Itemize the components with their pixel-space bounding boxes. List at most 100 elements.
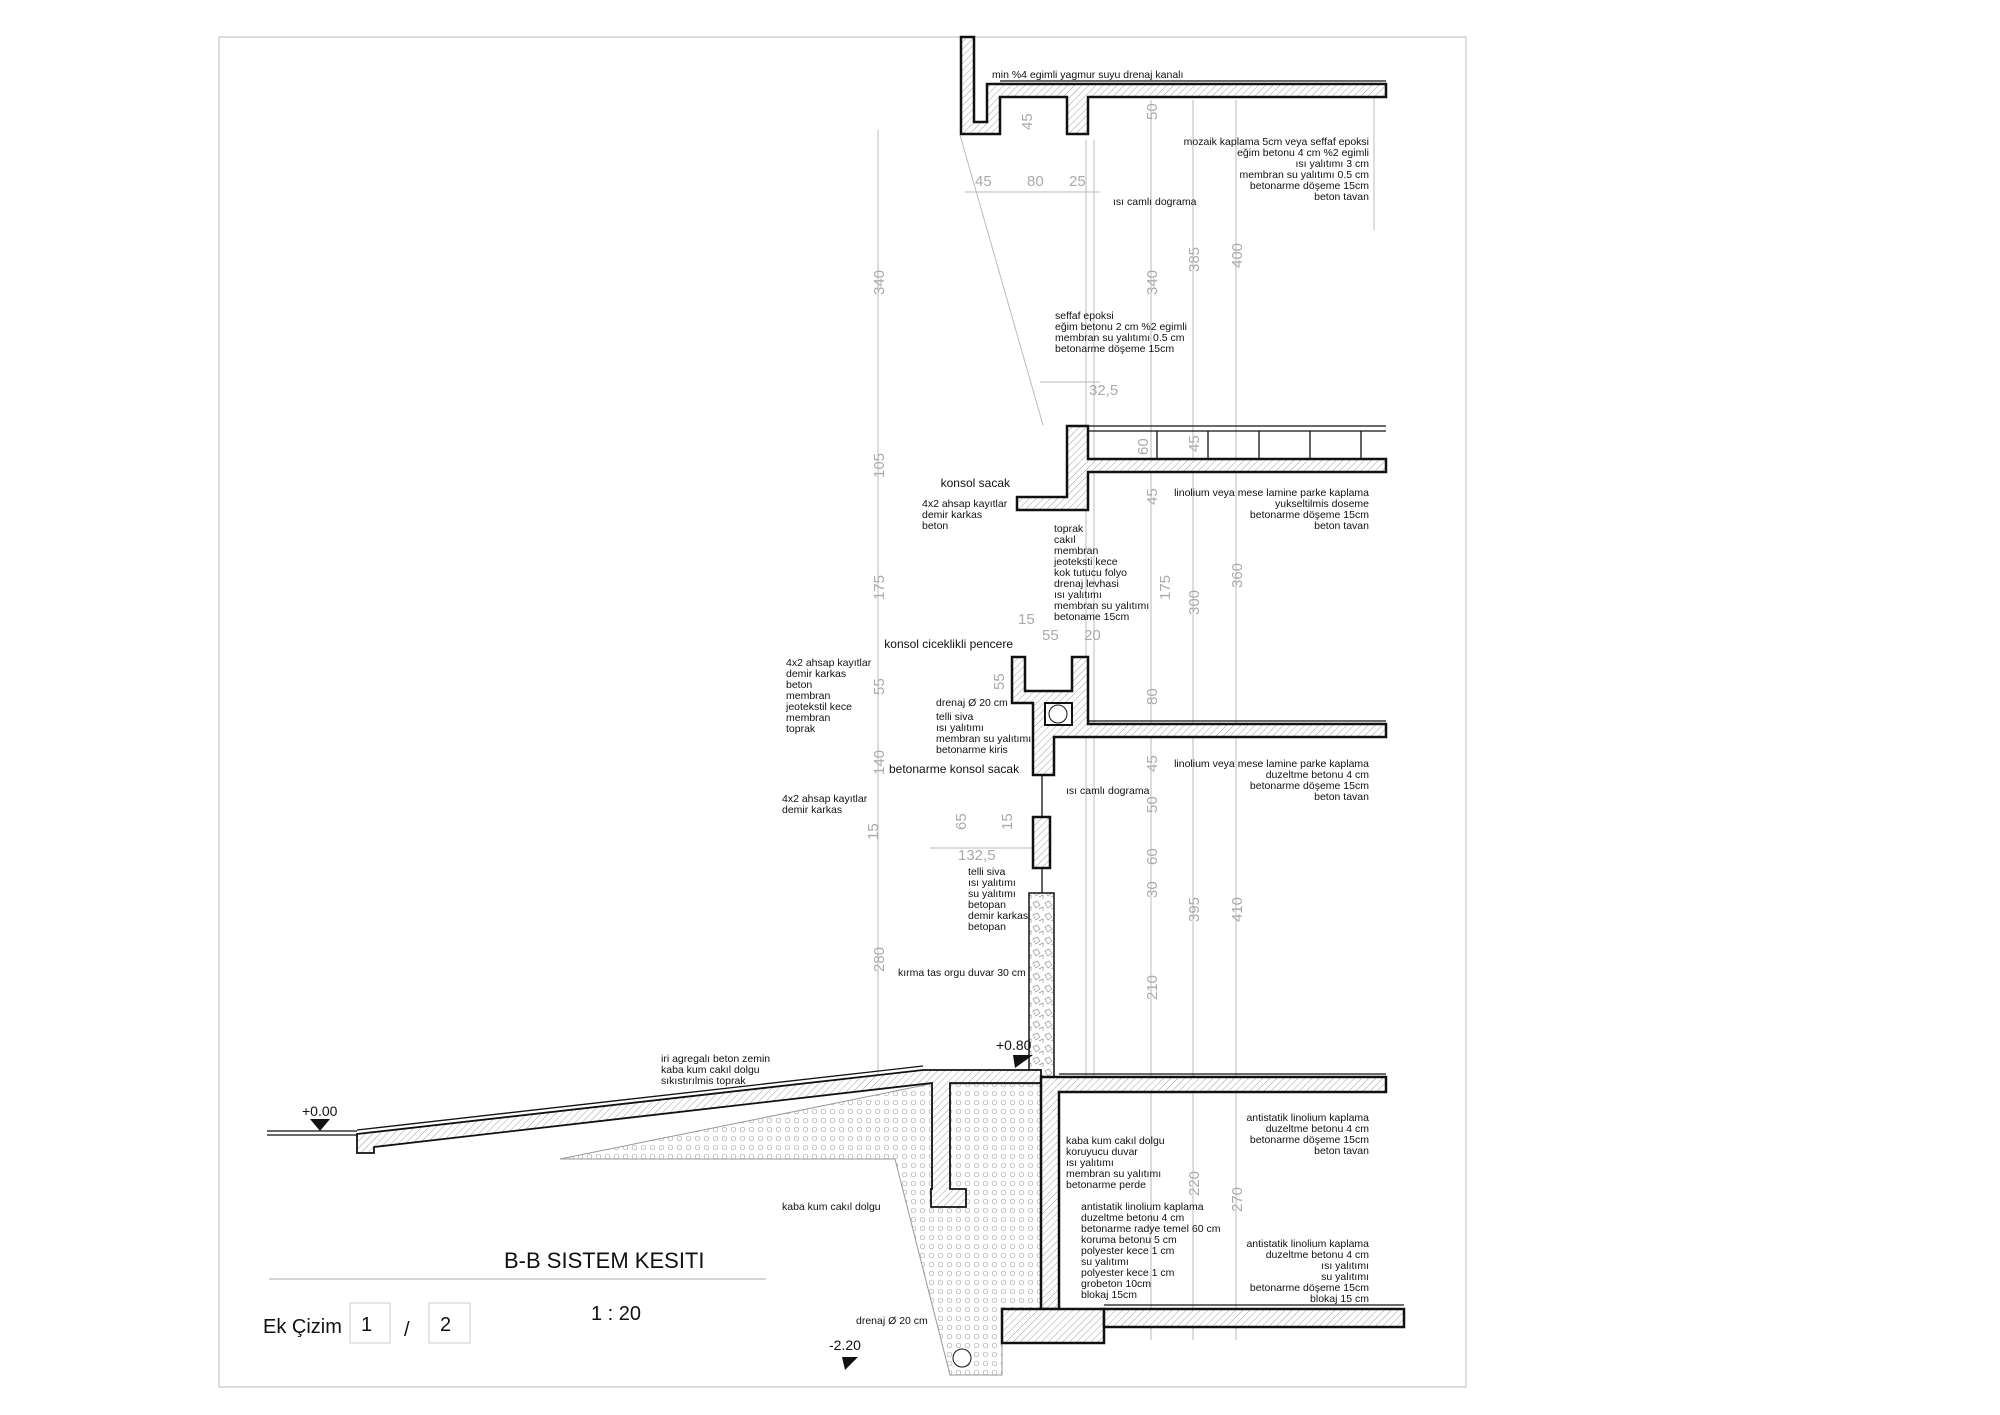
note-line: 4x2 ahsap kayıtlar [786, 657, 872, 669]
sheet-current: 1 [361, 1314, 372, 1336]
note-line: demir karkas [786, 668, 846, 680]
note-line: betoname 15cm [1054, 611, 1130, 623]
sill-layers-note: 4x2 ahsap kayıtlar demir karkas [782, 793, 868, 816]
gravel-fill [559, 1083, 1042, 1376]
floor-0-note: antistatik linolium kaplama duzeltme bet… [1246, 1112, 1369, 1157]
dim-label: 20 [1084, 627, 1101, 644]
bottom-drain-pipe [952, 1348, 972, 1368]
note-line: drenaj levhasi [1054, 578, 1119, 590]
note-line: toprak [786, 723, 816, 735]
dimension-lines [877, 90, 1375, 1340]
note-line: membran su yalıtımı 0.5 cm [1239, 169, 1369, 181]
dim-label: 15 [999, 813, 1016, 830]
dim-label: 15 [865, 823, 882, 840]
note-line: membran [1054, 545, 1099, 557]
dim-label: 45 [1144, 755, 1161, 772]
raft-note: antistatik linolium kaplama duzeltme bet… [1081, 1201, 1221, 1301]
note-line: su yalıtımı [1321, 1271, 1369, 1283]
note-line: linolium veya mese lamine parke kaplama [1174, 487, 1369, 499]
panel-layers-note: telli siva ısı yalıtımı su yalıtımı beto… [968, 866, 1028, 933]
dim-label: 280 [871, 947, 888, 972]
note-line: betonarme döşeme 15cm [1055, 343, 1174, 355]
dim-label: 300 [1186, 590, 1203, 615]
sheet-separator: / [404, 1319, 410, 1341]
note-line: polyester kece 1 cm [1081, 1245, 1175, 1257]
fill-note: kaba kum cakıl dolgu [782, 1201, 881, 1213]
basement-slab [1102, 1307, 1406, 1329]
note-line: kaba kum cakıl dolgu [661, 1064, 760, 1076]
dim-label: 45 [1186, 435, 1203, 452]
level-marker-floor: +0.80 [996, 1037, 1033, 1068]
dim-label: 50 [1144, 103, 1161, 120]
note-line: jeoteksti kece [1053, 556, 1118, 568]
dim-label: 32,5 [1089, 382, 1118, 399]
note-line: duzeltme betonu 4 cm [1266, 1249, 1370, 1261]
floor-2-note: linolium veya mese lamine parke kaplama … [1174, 758, 1369, 803]
dim-label: 80 [1144, 688, 1161, 705]
level-floor-label: +0.80 [996, 1037, 1032, 1053]
terrace-slab [1015, 424, 1388, 512]
note-line: polyester kece 1 cm [1081, 1267, 1175, 1279]
dim-label: 340 [871, 270, 888, 295]
beam-layers-note: telli siva ısı yalıtımı membran su yalıt… [936, 711, 1031, 756]
drawing-title: B-B SISTEM KESITI [504, 1248, 704, 1273]
note-line: betonarme döşeme 15cm [1250, 1282, 1369, 1294]
note-line: betopan [968, 921, 1006, 933]
note-line: membran [786, 690, 831, 702]
note-line: antistatik linolium kaplama [1081, 1201, 1204, 1213]
sheet-label: Ek Çizim [263, 1316, 342, 1338]
eave-label: konsol sacak [941, 476, 1011, 490]
dim-label: 340 [1144, 270, 1161, 295]
note-line: ısı yalıtımı [1321, 1260, 1369, 1272]
note-line: membran su yalıtımı 0.5 cm [1055, 332, 1185, 344]
dimension-labels: 340 105 175 55 140 15 280 340 175 385 30… [865, 103, 1246, 1212]
roof-slab [959, 35, 1388, 136]
note-line: blokaj 15cm [1081, 1289, 1137, 1301]
note-line: 4x2 ahsap kayıtlar [782, 793, 868, 805]
note-line: koruyucu duvar [1066, 1146, 1138, 1158]
note-line: beton tavan [1314, 191, 1369, 203]
dim-label: 400 [1229, 243, 1246, 268]
planter-slab [1010, 655, 1388, 777]
note-line: membran su yalıtımı [1066, 1168, 1161, 1180]
note-line: betonarme radye temel 60 cm [1081, 1223, 1221, 1235]
note-line: betopan [968, 899, 1006, 911]
bottom-drain-note: drenaj Ø 20 cm [856, 1315, 928, 1327]
note-line: duzeltme betonu 4 cm [1266, 1123, 1370, 1135]
note-line: beton [786, 679, 812, 691]
note-line: jeotekstil kece [785, 701, 852, 713]
dim-label: 25 [1069, 173, 1086, 190]
roof-drain-note: min %4 egimli yagmur suyu drenaj kanalı [992, 69, 1183, 81]
note-line: 4x2 ahsap kayıtlar [922, 498, 1008, 510]
note-line: kok tutucu folyo [1054, 567, 1127, 579]
level-marker-foundation: -2.20 [829, 1337, 861, 1370]
note-line: membran su yalıtımı [936, 733, 1031, 745]
note-line: beton tavan [1314, 1145, 1369, 1157]
note-line: linolium veya mese lamine parke kaplama [1174, 758, 1369, 770]
note-line: betonarme perde [1066, 1179, 1146, 1191]
sheet-total: 2 [440, 1314, 451, 1336]
level-ground-label: +0.00 [302, 1103, 338, 1119]
dim-label: 60 [1135, 438, 1152, 455]
stone-wall-note: kırma tas orgu duvar 30 cm [898, 967, 1026, 979]
dim-label: 55 [991, 673, 1008, 690]
drain-pipe [1048, 704, 1068, 724]
note-line: beton tavan [1314, 791, 1369, 803]
note-line: yukseltilmis doseme [1275, 498, 1369, 510]
dim-label: 55 [871, 678, 888, 695]
note-line: membran su yalıtımı [1054, 600, 1149, 612]
retaining-wall-note: kaba kum cakıl dolgu koruyucu duvar ısı … [1066, 1135, 1165, 1191]
note-line: betonarme döşeme 15cm [1250, 180, 1369, 192]
note-line: eğim betonu 2 cm %2 egimli [1055, 321, 1187, 333]
dim-label: 360 [1229, 563, 1246, 588]
note-line: antistatik linolium kaplama [1246, 1238, 1369, 1250]
sheet-frame [218, 36, 1467, 1388]
green-roof-note: toprak cakıl membran jeoteksti kece kok … [1053, 523, 1149, 623]
note-line: betonarme döşeme 15cm [1250, 780, 1369, 792]
eave-layers-note: 4x2 ahsap kayıtlar demir karkas beton [922, 498, 1008, 532]
dim-label: 132,5 [958, 847, 996, 864]
drain-note: drenaj Ø 20 cm [936, 697, 1008, 709]
drawing-scale: 1 : 20 [591, 1303, 641, 1325]
dim-label: 395 [1186, 897, 1203, 922]
note-line: demir karkas [922, 509, 982, 521]
